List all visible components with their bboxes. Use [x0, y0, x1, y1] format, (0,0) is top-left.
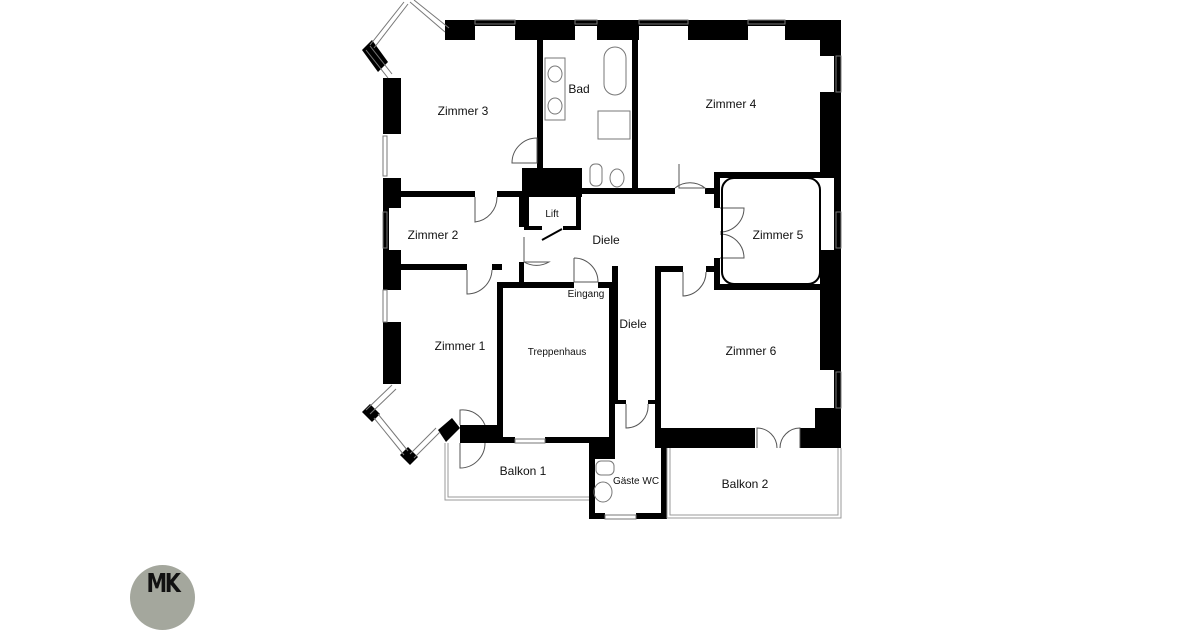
label-balkon-1: Balkon 1	[500, 464, 547, 478]
label-zimmer-3: Zimmer 3	[438, 104, 489, 118]
label-bad: Bad	[568, 82, 589, 96]
room-labels: Zimmer 3 Bad Zimmer 4 Lift Zimmer 2 Diel…	[408, 82, 804, 491]
label-treppenhaus: Treppenhaus	[528, 347, 587, 358]
label-diele-lower: Diele	[619, 317, 647, 331]
label-diele-upper: Diele	[592, 233, 620, 247]
label-zimmer-5: Zimmer 5	[753, 228, 804, 242]
label-balkon-2: Balkon 2	[722, 477, 769, 491]
bathroom-fixtures	[544, 46, 821, 503]
label-zimmer-6: Zimmer 6	[726, 344, 777, 358]
label-zimmer-2: Zimmer 2	[408, 228, 459, 242]
windows	[365, 0, 842, 520]
label-gaeste-wc: Gäste WC	[613, 476, 659, 487]
label-lift: Lift	[545, 209, 559, 220]
company-logo: MK	[130, 565, 195, 630]
label-zimmer-4: Zimmer 4	[706, 97, 757, 111]
label-eingang: Eingang	[568, 289, 605, 300]
doors	[459, 137, 801, 469]
balconies	[444, 443, 842, 519]
walls	[362, 20, 841, 519]
floor-plan: Zimmer 3 Bad Zimmer 4 Lift Zimmer 2 Diel…	[362, 0, 842, 520]
label-zimmer-1: Zimmer 1	[435, 339, 486, 353]
logo-text: MK	[146, 569, 180, 599]
